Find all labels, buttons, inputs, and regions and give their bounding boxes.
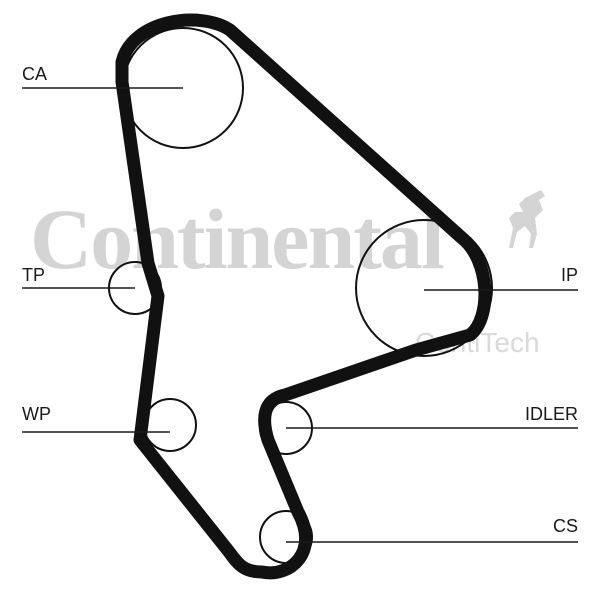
watermark-brand: Continental: [30, 191, 444, 287]
label-idler: IDLER: [525, 404, 578, 424]
pulley-wp: [143, 398, 197, 452]
rearing-horse-icon: [509, 190, 545, 248]
timing-belt: [115, 13, 492, 580]
label-ca: CA: [22, 64, 47, 84]
label-wp: WP: [22, 404, 51, 424]
label-cs: CS: [553, 516, 578, 536]
pulley-ip: [355, 219, 493, 357]
label-ip: IP: [561, 265, 578, 285]
label-tp: TP: [22, 265, 45, 285]
pulley-cs: [259, 510, 313, 564]
